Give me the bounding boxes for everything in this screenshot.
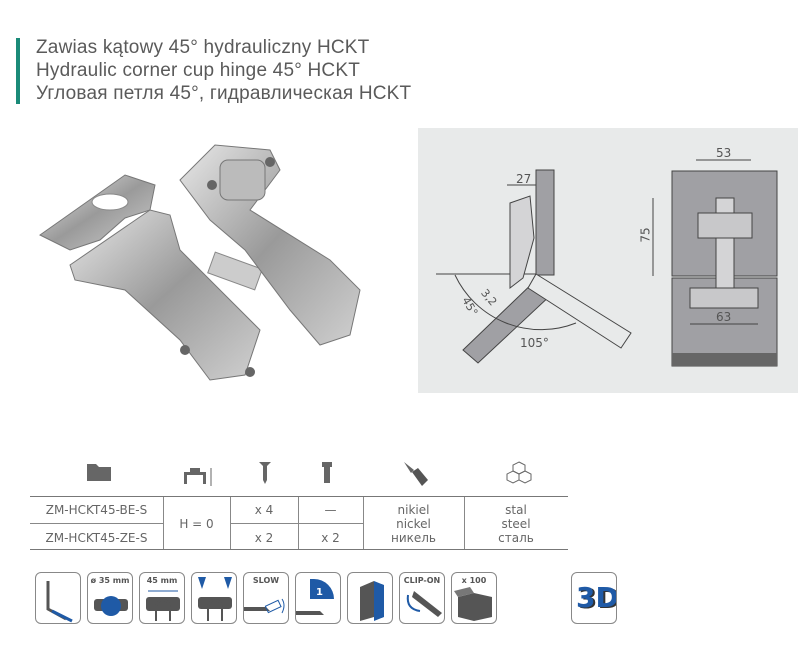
- package-icon: x 100: [451, 572, 497, 624]
- dim-75: 75: [638, 227, 653, 243]
- title-pl: Zawias kątowy 45° hydrauliczny HCKT: [36, 37, 370, 58]
- corner-hinge-icon: [35, 572, 81, 624]
- mounting-height-icon: [180, 460, 216, 490]
- cup-35mm-icon: ø 35 mm: [87, 572, 133, 624]
- screw-mount-icon: [191, 572, 237, 624]
- product-photo: [39, 144, 361, 381]
- dim-63: 63: [716, 310, 732, 324]
- folder-icon: [85, 460, 113, 490]
- paint-brush-icon: [402, 460, 430, 490]
- material-pl: stal: [505, 503, 527, 517]
- 3d-icon: 3D: [571, 572, 617, 624]
- 3d-label: 3D: [576, 581, 617, 614]
- one-step-label: 1: [316, 587, 323, 598]
- euro-screws: x 2: [321, 530, 340, 545]
- slow-label: SLOW: [252, 576, 280, 585]
- mounting-height: H = 0: [179, 517, 214, 531]
- dim-27: 27: [516, 172, 532, 186]
- soft-close-icon: SLOW: [243, 572, 289, 624]
- product-code: ZM-HCKT45-BE-S: [45, 503, 148, 517]
- angle-105: 105°: [520, 336, 549, 350]
- title-ru: Угловая петля 45°, гидравлическая HCKT: [36, 83, 412, 104]
- wood-screws: x 2: [254, 530, 274, 545]
- finish-pl: nikiel: [397, 503, 430, 517]
- 3way-adjust-icon: [347, 572, 393, 624]
- dim-53: 53: [716, 146, 732, 160]
- accent-bar: [16, 38, 20, 104]
- material-en: steel: [501, 517, 531, 531]
- material-ru: сталь: [498, 531, 534, 545]
- clip-on-icon: CLIP-ON: [399, 572, 445, 624]
- euro-screw-icon: [320, 460, 334, 490]
- finish-ru: никель: [390, 531, 437, 545]
- technical-drawing: 27 3,2 45° 105° 53 75 63: [418, 128, 798, 393]
- euro-screws: —: [324, 503, 337, 517]
- finish-en: nickel: [396, 517, 431, 531]
- product-title: Zawias kątowy 45° hydrauliczny HCKT Hydr…: [36, 36, 411, 105]
- product-code: ZM-HCKT45-ZE-S: [45, 530, 148, 545]
- package-qty-label: x 100: [461, 576, 487, 585]
- wood-screws: x 4: [254, 503, 274, 517]
- one-step-icon: 1: [295, 572, 341, 624]
- spec-table-body: ZM-HCKT45-BE-S ZM-HCKT45-ZE-S H = 0 x 4 …: [30, 496, 568, 550]
- material-cubes-icon: [504, 460, 534, 490]
- plate-45mm-icon: 45 mm: [139, 572, 185, 624]
- clip-on-label: CLIP-ON: [403, 576, 441, 585]
- plate-size-label: 45 mm: [146, 576, 178, 585]
- wood-screw-icon: [258, 460, 272, 490]
- title-en: Hydraulic corner cup hinge 45° HCKT: [36, 60, 361, 81]
- cup-size-label: ø 35 mm: [90, 576, 130, 585]
